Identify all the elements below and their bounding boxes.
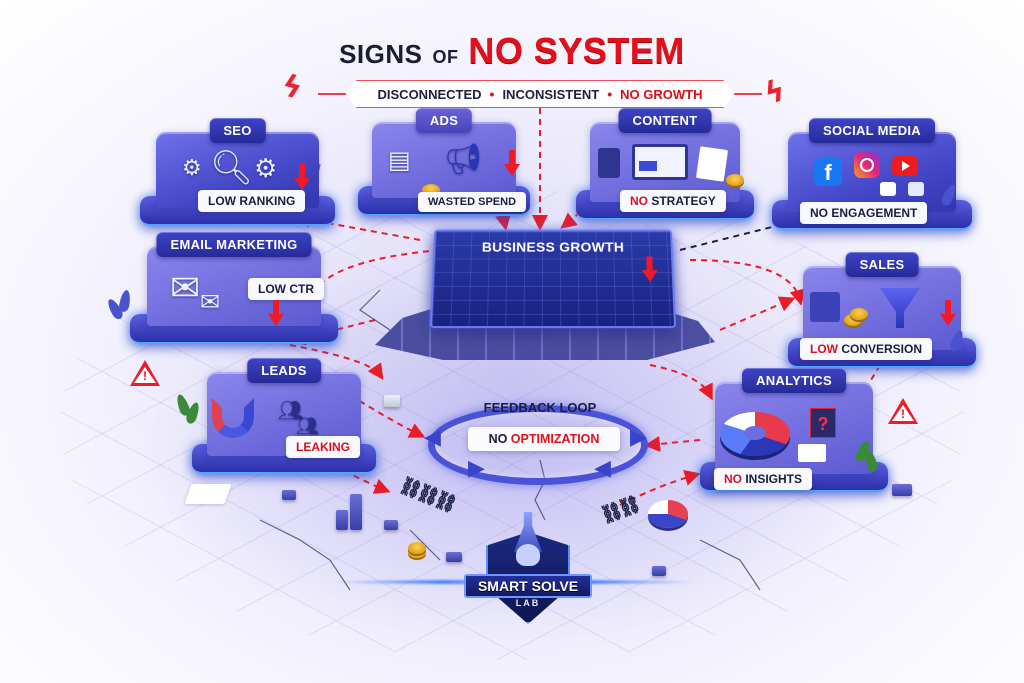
people-icon: 👥︎ (296, 416, 319, 437)
module-social-media: SOCIAL MEDIA f NO ENGAGEMENT (772, 118, 972, 230)
loop-arrow-icon: ◀ (424, 425, 441, 450)
subtitle-banner: DISCONNECTED • INCONSISTENT • NO GROWTH (345, 80, 735, 108)
status-badge: NO INSIGHTS (714, 468, 813, 490)
gear-icon: ⚙ (254, 154, 278, 184)
module-ads: ADS ▤ 📢︎ WASTED SPEND (358, 108, 530, 216)
bar-block-icon (336, 510, 348, 530)
skull-icon (516, 544, 540, 566)
magnet-icon (212, 398, 254, 438)
subtitle-separator: • (489, 86, 495, 102)
debris-block (282, 490, 296, 500)
subtitle-line-left (318, 93, 348, 95)
document-icon: ▤ (388, 146, 411, 174)
bar-block-icon (350, 494, 362, 530)
module-seo: SEO ⚙ 🔍︎ ⚙ LOW RANKING (140, 118, 335, 226)
tablet-icon (598, 148, 620, 178)
subtitle-disconnected: DISCONNECTED (377, 86, 482, 102)
subtitle-no-growth: NO GROWTH (620, 86, 703, 102)
title-of: OF (432, 47, 459, 67)
module-label: ANALYTICS (742, 368, 846, 393)
subtitle-separator: • (607, 86, 613, 102)
module-label: EMAIL MARKETING (156, 232, 312, 257)
status-badge: LEAKING (286, 436, 360, 458)
envelope-icon: ✉ (200, 288, 221, 316)
list-icon (810, 292, 840, 322)
laptop-icon (632, 144, 688, 180)
logo-name: SMART SOLVE (464, 574, 592, 598)
chat-icon (880, 182, 896, 196)
status-badge: WASTED SPEND (418, 192, 527, 212)
logo-sub: LAB (515, 598, 541, 608)
megaphone-icon: 📢︎ (444, 142, 483, 177)
youtube-icon (892, 156, 918, 176)
module-content: CONTENT NO STRATEGY (576, 108, 754, 220)
module-panel (371, 122, 517, 198)
lightning-icon: ϟ (277, 68, 306, 107)
module-label: SALES (845, 252, 919, 277)
loop-arrow-icon: ◀ (594, 456, 611, 481)
down-arrow-icon (940, 300, 956, 326)
feedback-loop-status: NO OPTIMIZATION (468, 427, 620, 451)
coin-stack-icon (726, 174, 744, 186)
gear-icon: ⚙ (182, 156, 202, 181)
status-badge: NO ENGAGEMENT (800, 202, 928, 224)
module-sales: SALES LOW CONVERSION (788, 252, 976, 368)
down-arrow-icon (294, 164, 310, 190)
debris-block (652, 566, 666, 576)
brand-logo: SMART SOLVE LAB (464, 510, 592, 630)
module-label: CONTENT (618, 108, 712, 133)
coin-stack-icon (850, 308, 868, 320)
module-email-marketing: EMAIL MARKETING ✉ ✉ LOW CTR (130, 232, 338, 344)
instagram-icon (854, 152, 880, 178)
loop-arrow-icon: ▶ (468, 456, 485, 481)
status-badge: LOW CONVERSION (800, 338, 933, 360)
feedback-loop-ring (428, 405, 648, 485)
page-title: SIGNS OF NO SYSTEM (0, 30, 1024, 72)
down-arrow-icon (504, 150, 520, 176)
magnifier-icon: 🔍︎ (210, 148, 254, 188)
document-card (184, 484, 232, 504)
coin-icon (408, 542, 426, 554)
status-badge: LOW CTR (248, 278, 324, 300)
module-analytics: ANALYTICS ? NO INSIGHTS (700, 368, 888, 492)
status-badge: NO STRATEGY (620, 190, 726, 212)
debris-block (384, 520, 398, 530)
down-arrow-icon (268, 300, 284, 326)
title-signs: SIGNS (339, 39, 423, 69)
question-icon: ? (810, 408, 836, 438)
debris-block (892, 484, 912, 496)
lightning-icon: ϟ (760, 73, 789, 112)
document-icon (695, 146, 729, 182)
subtitle-inconsistent: INCONSISTENT (502, 86, 600, 102)
debris-block (446, 552, 462, 562)
module-label: SEO (209, 118, 266, 143)
module-label: LEADS (247, 358, 321, 383)
debris-block (384, 395, 400, 407)
status-badge: LOW RANKING (198, 190, 306, 212)
module-leads: LEADS 👥︎ 👥︎ LEAKING (192, 358, 376, 474)
facebook-icon: f (814, 158, 842, 186)
module-label: ADS (415, 108, 473, 133)
loop-arrow-icon: ▶ (630, 425, 647, 450)
business-growth-chart: BUSINESS GROWTH (429, 229, 677, 329)
module-label: SOCIAL MEDIA (809, 118, 935, 143)
chat-icon (908, 182, 924, 196)
document-icon (798, 444, 826, 462)
feedback-loop-title: FEEDBACK LOOP (483, 400, 597, 415)
people-icon: 👥︎ (278, 398, 304, 422)
envelope-icon: ✉ (170, 268, 201, 309)
title-no-system: NO SYSTEM (468, 30, 685, 71)
pie-chart-icon (648, 500, 688, 528)
down-arrow-icon (641, 270, 659, 282)
subtitle-line-right (732, 93, 762, 95)
donut-chart-icon (720, 412, 790, 456)
chart-title: BUSINESS GROWTH (481, 239, 625, 255)
